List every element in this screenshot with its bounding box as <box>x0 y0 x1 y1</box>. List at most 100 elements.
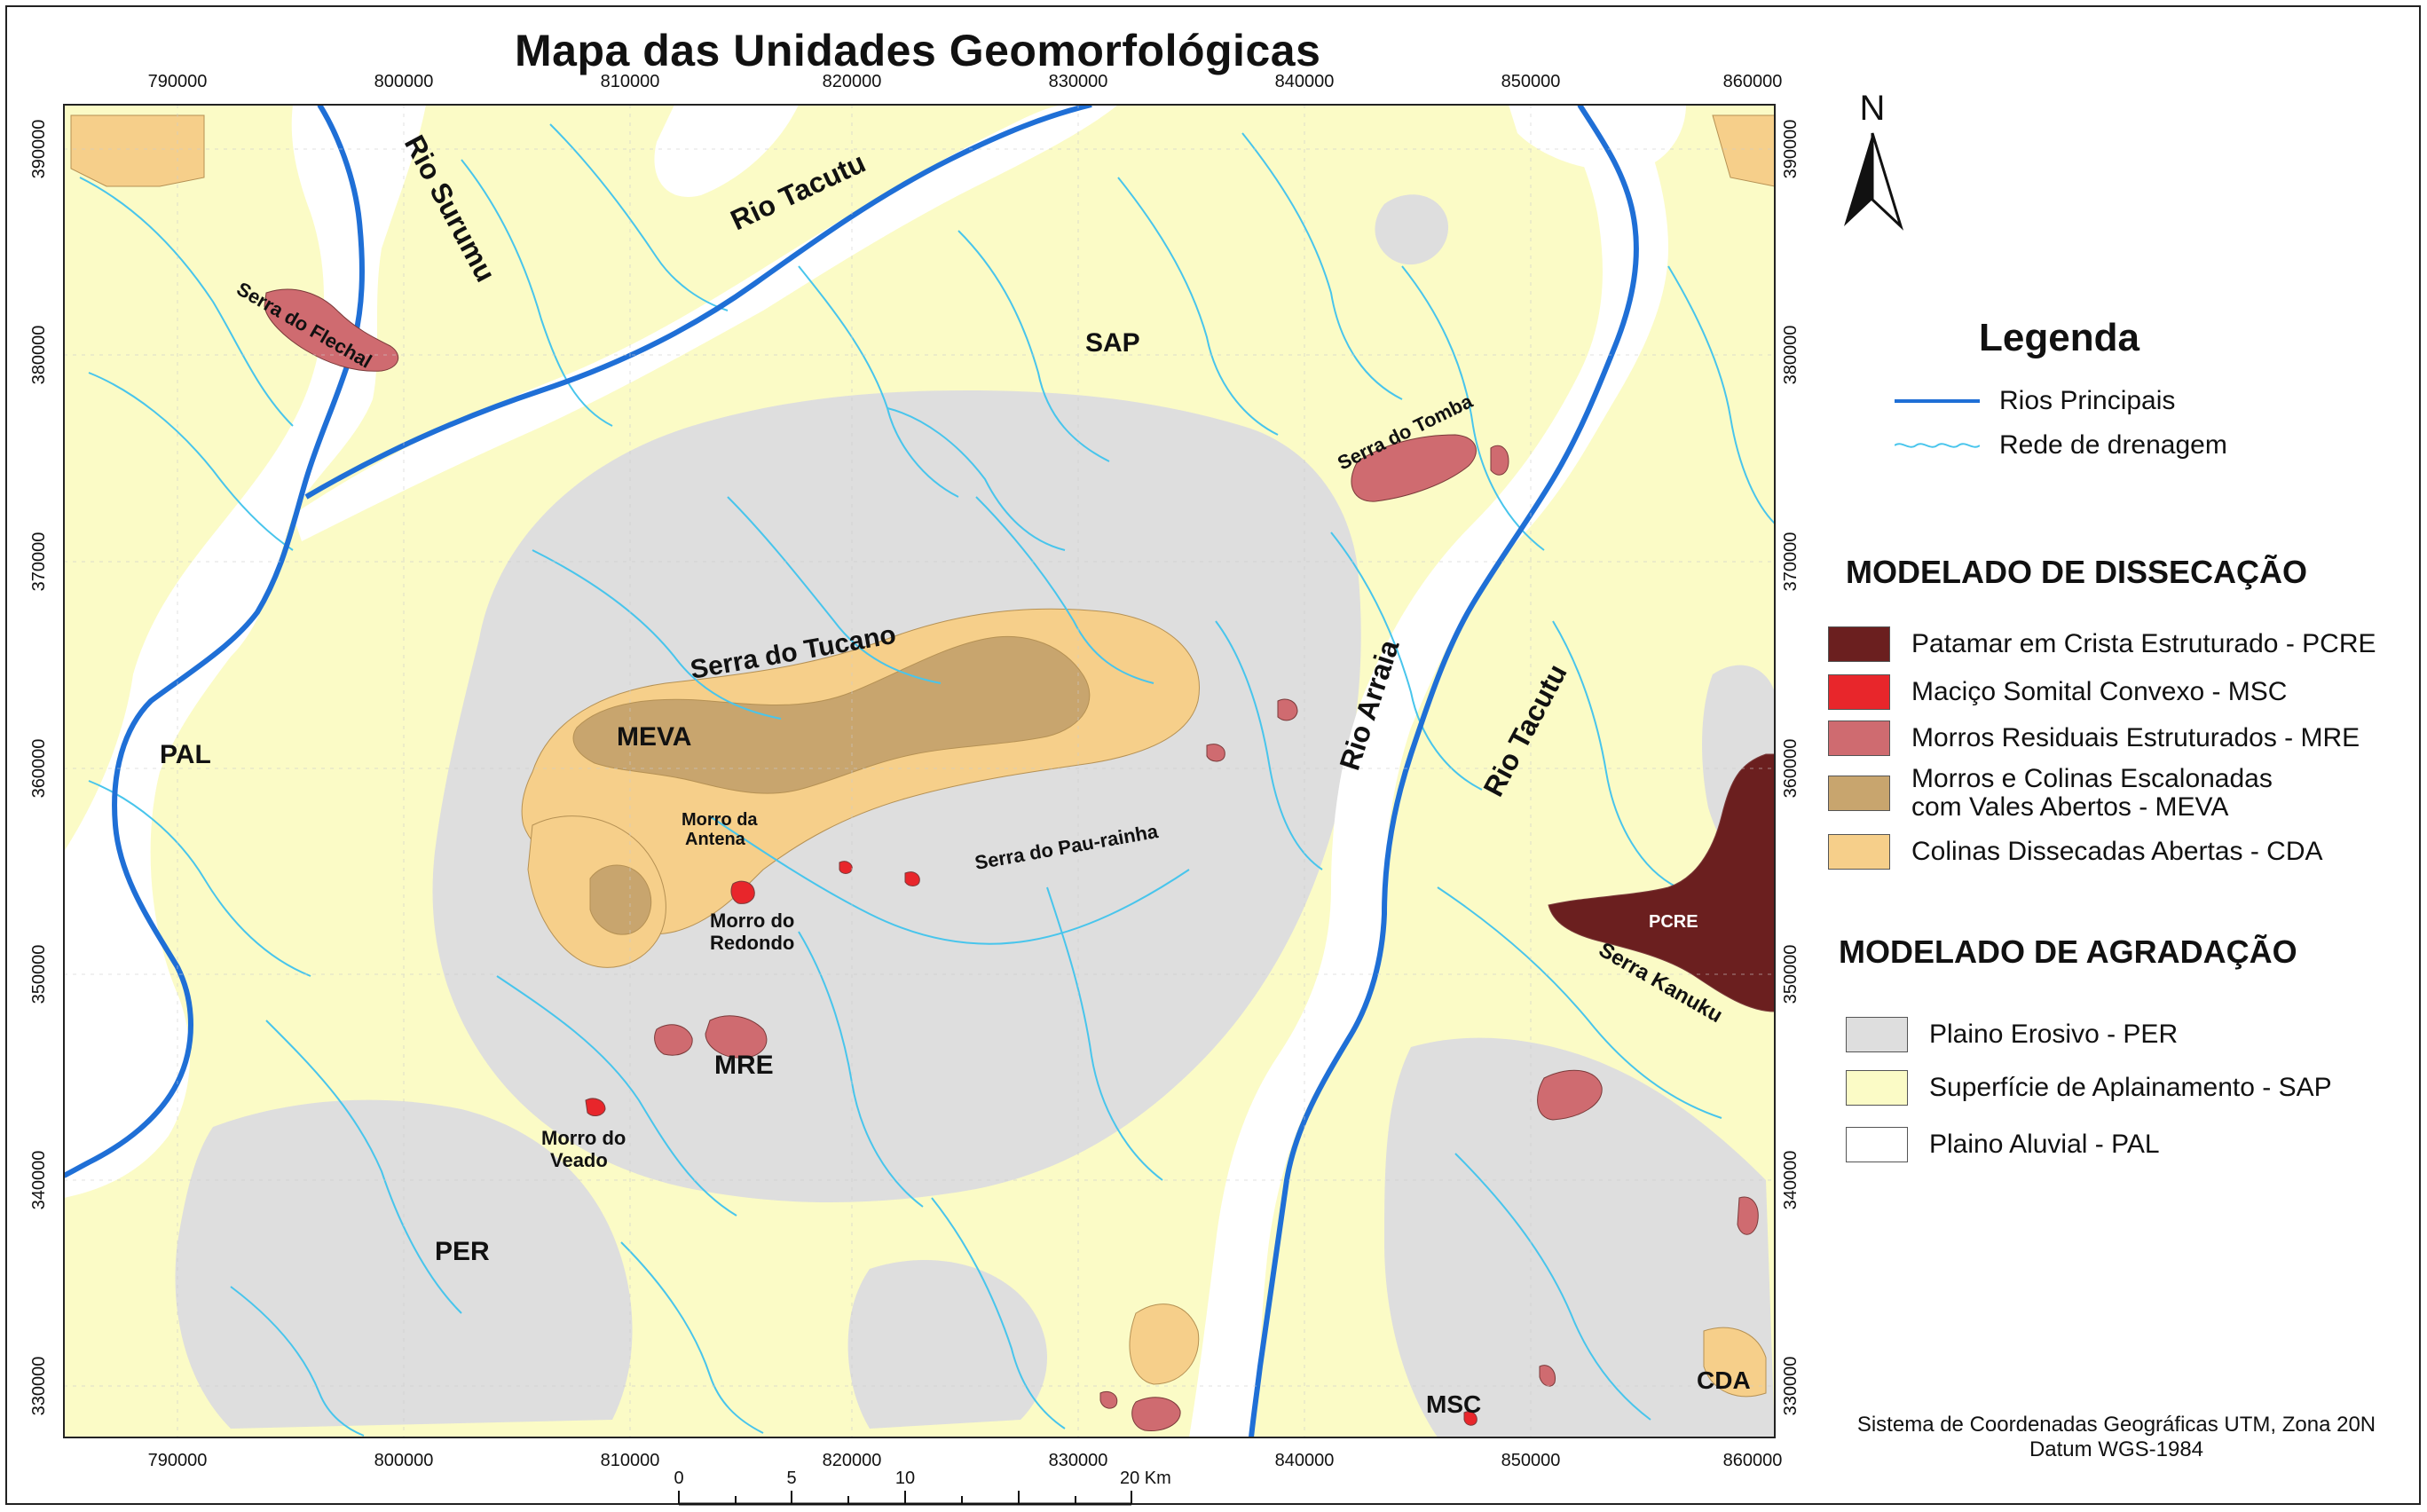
msc-center <box>839 861 853 874</box>
drainage-stream <box>79 177 294 427</box>
drainage-stream <box>1552 620 1678 888</box>
scale-bar: 0 5 10 20 Km <box>674 1469 1171 1506</box>
x-tick-label: 840000 <box>1275 1451 1335 1470</box>
legend-swatch-msc <box>1828 674 1890 710</box>
label-morro-redondo-2: Redondo <box>710 932 794 954</box>
x-tick-label: 790000 <box>148 72 208 91</box>
unit-mre-areas <box>264 288 1759 1432</box>
scale-label: 0 <box>674 1469 683 1488</box>
legend-line-rede-drenagem <box>1895 443 1980 448</box>
legend-row-cda: Colinas Dissecadas Abertas - CDA <box>1828 834 2323 870</box>
legend-label: com Vales Abertos - MEVA <box>1911 792 2229 822</box>
drainage-stream <box>1401 265 1545 551</box>
map-frame <box>5 5 2421 1505</box>
drainage-stream <box>1454 1153 1651 1421</box>
pal-rio-tacutu-north-corridor <box>293 105 1118 541</box>
mre-tomba-east <box>1490 445 1509 476</box>
drainage-stream <box>265 1020 462 1314</box>
meva-serra-tucano <box>572 635 1091 794</box>
drainage-stream <box>709 815 1190 945</box>
legend-row-pcre: Patamar em Crista Estruturado - PCRE <box>1828 626 2376 662</box>
drainage-stream <box>1330 532 1483 791</box>
legend-label: Colinas Dissecadas Abertas - CDA <box>1911 837 2323 866</box>
legend-label: Patamar em Crista Estruturado - PCRE <box>1911 629 2376 658</box>
legend-label: Plaino Erosivo - PER <box>1929 1020 2179 1049</box>
y-tick-label: 350000 <box>1781 945 1801 1004</box>
x-tick-label: 860000 <box>1723 1451 1783 1470</box>
mre-south-1 <box>1131 1397 1181 1432</box>
map-title: Mapa das Unidades Geomorfológicas <box>515 26 1321 75</box>
meva-antena-lobe <box>589 864 652 935</box>
utm-grid <box>64 105 1775 1437</box>
cda-nw-block <box>70 114 205 187</box>
drainage-stream <box>886 407 1066 551</box>
y-tick-labels-left: 390000 380000 370000 360000 350000 34000… <box>29 120 49 1416</box>
per-southwest-area <box>175 1099 633 1429</box>
msc-southeast <box>1463 1411 1477 1426</box>
x-tick-labels-top: 790000 800000 810000 820000 830000 84000… <box>148 72 1783 91</box>
label-per: PER <box>435 1237 490 1266</box>
drainage-stream <box>620 1241 764 1434</box>
legend-label: Morros e Colinas Escalonadas <box>1911 764 2273 793</box>
drainage-stream <box>1046 886 1163 1181</box>
drainage-stream <box>532 549 782 720</box>
map-content: Rio Surumu Rio Tacutu Rio Tacutu Rio Arr… <box>64 105 1775 1437</box>
legend-section-disseccao: MODELADO DE DISSECAÇÃO <box>1846 554 2308 590</box>
drainage-stream <box>230 1286 365 1437</box>
legend-swatch-pcre <box>1828 626 1890 662</box>
y-tick-labels-right: 390000 380000 370000 360000 350000 34000… <box>1781 120 1801 1416</box>
north-arrow-right-half <box>1871 132 1904 231</box>
label-sap: SAP <box>1085 328 1140 358</box>
y-tick-label: 330000 <box>29 1357 49 1416</box>
mre-serra-flechal <box>264 288 399 372</box>
y-tick-label: 390000 <box>29 120 49 179</box>
drainage-stream <box>88 372 294 551</box>
legend-swatch-cda <box>1828 834 1890 870</box>
legend-swatch-mre <box>1828 721 1890 756</box>
x-tick-label: 840000 <box>1275 72 1335 91</box>
crs-line-2: Datum WGS-1984 <box>2029 1437 2204 1461</box>
x-tick-label: 810000 <box>601 72 660 91</box>
y-tick-label: 380000 <box>1781 326 1801 385</box>
legend-row-per: Plaino Erosivo - PER <box>1846 1017 2178 1052</box>
x-tick-label: 800000 <box>374 72 434 91</box>
legend-swatch-meva <box>1828 776 1890 811</box>
north-arrow: N <box>1844 89 1904 231</box>
x-tick-label: 830000 <box>1049 72 1108 91</box>
mre-arraia-west <box>1277 698 1298 721</box>
pal-north-center-strip <box>654 105 799 197</box>
unit-meva-areas <box>572 635 1091 935</box>
msc-morro-redondo <box>730 880 755 904</box>
legend-title: Legenda <box>1979 316 2139 359</box>
legend-label: Morros Residuais Estruturados - MRE <box>1911 723 2360 752</box>
drainage-network <box>79 123 1775 1437</box>
y-tick-label: 360000 <box>29 739 49 799</box>
x-tick-label: 820000 <box>823 1451 882 1470</box>
drainage-stream <box>975 496 1154 684</box>
mre-south-3 <box>1099 1390 1118 1409</box>
y-tick-label: 330000 <box>1781 1357 1801 1416</box>
y-tick-label: 360000 <box>1781 739 1801 799</box>
label-meva: MEVA <box>617 722 691 752</box>
legend-row-msc: Maciço Somital Convexo - MSC <box>1828 674 2287 710</box>
label-morro-redondo-1: Morro do <box>710 910 794 932</box>
x-tick-label: 850000 <box>1501 72 1561 91</box>
mre-pau-rainha <box>1206 744 1225 762</box>
drainage-stream <box>1241 132 1403 400</box>
legend-label: Superfície de Aplainamento - SAP <box>1929 1073 2332 1102</box>
rio-tacutu-east-line <box>1249 105 1639 1437</box>
drainage-stream <box>1667 265 1775 524</box>
per-east-area <box>1384 1037 1775 1437</box>
label-morro-antena-2: Antena <box>685 830 746 849</box>
per-northeast-area <box>1375 194 1449 265</box>
rio-tacutu-north-line <box>304 105 1092 500</box>
label-msc: MSC <box>1426 1390 1481 1418</box>
mre-east-2 <box>1737 1196 1759 1235</box>
cda-south-center <box>1129 1303 1200 1385</box>
label-mre: MRE <box>714 1051 774 1080</box>
drainage-stream <box>727 496 942 684</box>
legend-label: Maciço Somital Convexo - MSC <box>1911 677 2288 706</box>
y-tick-label: 380000 <box>29 326 49 385</box>
x-tick-label: 860000 <box>1723 72 1783 91</box>
